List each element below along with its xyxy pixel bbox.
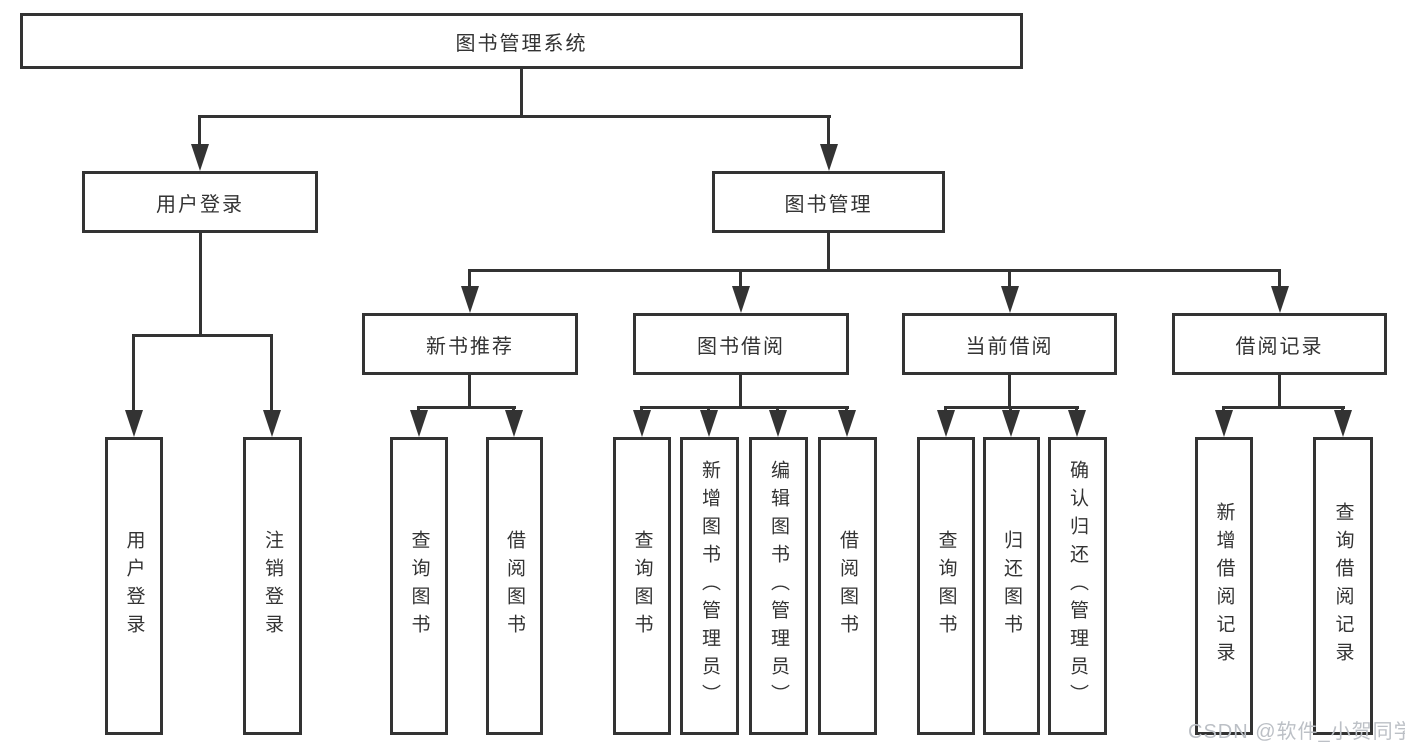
- leaf-label: 新增图书（管理员）: [699, 460, 720, 712]
- arrow-down-icon: [732, 286, 750, 313]
- leaf-label: 查询借阅记录: [1332, 502, 1354, 670]
- leaf-logout: 注销登录: [243, 437, 302, 735]
- connector-l2-stub2: [739, 269, 742, 289]
- leaf-query-borrow-record: 查询借阅记录: [1313, 437, 1373, 735]
- leaf-label: 用户登录: [123, 530, 145, 642]
- node-book-borrow: 图书借阅: [633, 313, 849, 375]
- connector-borrow-hline: [640, 406, 849, 409]
- leaf-query-books-current: 查询图书: [917, 437, 975, 735]
- node-user-login: 用户登录: [82, 171, 318, 233]
- leaf-label: 编辑图书（管理员）: [768, 460, 789, 712]
- arrow-down-icon: [633, 410, 651, 437]
- node-new-book-recommend: 新书推荐: [362, 313, 578, 375]
- leaf-label: 注销登录: [262, 530, 283, 642]
- leaf-borrow-books-recommend: 借阅图书: [486, 437, 543, 735]
- arrow-down-icon: [1002, 410, 1020, 437]
- leaf-label: 新增借阅记录: [1213, 502, 1235, 670]
- connector-records-vline: [1278, 375, 1281, 409]
- leaf-label: 查询图书: [408, 530, 430, 642]
- leaf-confirm-return-admin: 确认归还（管理员）: [1048, 437, 1107, 735]
- leaf-label: 借阅图书: [504, 530, 525, 642]
- node-book-management: 图书管理: [712, 171, 945, 233]
- watermark: CSDN @软件_小贺同学: [1188, 721, 1405, 743]
- leaf-label: 确认归还（管理员）: [1067, 460, 1088, 712]
- connector-root-vline: [520, 69, 523, 118]
- connector-l1-stub-left: [198, 117, 201, 146]
- arrow-down-icon: [1271, 286, 1289, 313]
- connector-l1-hline: [198, 115, 831, 118]
- leaf-user-login: 用户登录: [105, 437, 163, 735]
- connector-userlogin-stub1: [132, 334, 135, 412]
- connector-userlogin-vline: [199, 233, 202, 337]
- connector-records-hline: [1222, 406, 1345, 409]
- connector-userlogin-stub2: [270, 334, 273, 412]
- arrow-down-icon: [263, 410, 281, 437]
- connector-l2-hline: [468, 269, 1281, 272]
- node-borrow-records: 借阅记录: [1172, 313, 1387, 375]
- node-library-system: 图书管理系统: [20, 13, 1023, 69]
- leaf-label: 借阅图书: [837, 530, 858, 642]
- leaf-edit-book-admin: 编辑图书（管理员）: [749, 437, 808, 735]
- leaf-label: 查询图书: [935, 530, 957, 642]
- arrow-down-icon: [125, 410, 143, 437]
- leaf-label: 查询图书: [631, 530, 653, 642]
- node-current-borrow: 当前借阅: [902, 313, 1117, 375]
- leaf-label: 归还图书: [1001, 530, 1022, 642]
- connector-borrow-vline: [739, 375, 742, 409]
- arrow-down-icon: [461, 286, 479, 313]
- arrow-down-icon: [820, 144, 838, 171]
- connector-l2-stub3: [1008, 269, 1011, 289]
- connector-l2-stub4: [1278, 269, 1281, 289]
- arrow-down-icon: [1215, 410, 1233, 437]
- connector-l1-stub-right: [827, 117, 830, 146]
- connector-current-vline: [1008, 375, 1011, 409]
- connector-l2-stub1: [468, 269, 471, 289]
- connector-recommend-vline: [468, 375, 471, 409]
- leaf-return-books: 归还图书: [983, 437, 1040, 735]
- arrow-down-icon: [838, 410, 856, 437]
- leaf-add-book-admin: 新增图书（管理员）: [680, 437, 739, 735]
- arrow-down-icon: [700, 410, 718, 437]
- leaf-add-borrow-record: 新增借阅记录: [1195, 437, 1253, 735]
- arrow-down-icon: [769, 410, 787, 437]
- connector-recommend-hline: [417, 406, 516, 409]
- arrow-down-icon: [1068, 410, 1086, 437]
- arrow-down-icon: [410, 410, 428, 437]
- arrow-down-icon: [505, 410, 523, 437]
- arrow-down-icon: [1001, 286, 1019, 313]
- arrow-down-icon: [1334, 410, 1352, 437]
- connector-userlogin-hline: [132, 334, 273, 337]
- connector-bookmgmt-vline: [827, 233, 830, 272]
- arrow-down-icon: [191, 144, 209, 171]
- leaf-query-books-recommend: 查询图书: [390, 437, 448, 735]
- leaf-borrow-books: 借阅图书: [818, 437, 877, 735]
- arrow-down-icon: [937, 410, 955, 437]
- leaf-query-books-borrow: 查询图书: [613, 437, 671, 735]
